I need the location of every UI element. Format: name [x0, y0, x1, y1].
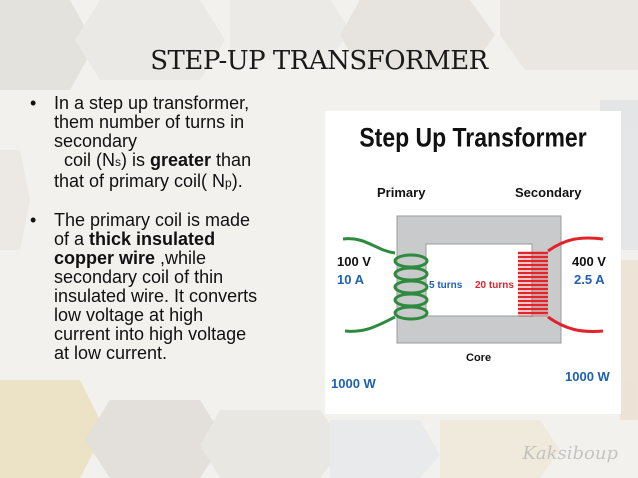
- bullet-1-line-4: coil (Ns) is greater than: [54, 151, 320, 172]
- bullet-1-line-2: them number of turns in: [54, 112, 245, 132]
- bullet-2-line-8: at low current.: [54, 343, 168, 363]
- watermark-logo: Kaksiboup: [522, 443, 618, 464]
- primary-current: 10 A: [337, 272, 365, 287]
- secondary-power: 1000 W: [565, 369, 611, 384]
- bold-text: copper wire: [54, 248, 156, 268]
- text-run: ,while: [155, 248, 207, 268]
- secondary-turns: 20 turns: [475, 280, 514, 291]
- bullet-2-line-4: secondary coil of thin: [54, 267, 224, 287]
- bold-text: greater: [150, 150, 212, 170]
- secondary-coil: [518, 236, 604, 333]
- text-run: than: [211, 150, 252, 170]
- text-run: coil (N: [64, 150, 116, 170]
- bullet-2: • The primary coil is made of a thick in…: [30, 211, 320, 363]
- bullet-1-line-3: secondary: [54, 131, 138, 151]
- subscript: p: [225, 176, 232, 190]
- bullet-dot: •: [30, 210, 37, 230]
- bullet-1-line-1: In a step up transformer,: [54, 93, 250, 113]
- secondary-label: Secondary: [515, 185, 582, 200]
- primary-coil: [342, 237, 429, 333]
- primary-power: 1000 W: [331, 376, 377, 391]
- bullet-2-line-3: copper wire ,while: [54, 249, 320, 268]
- primary-voltage: 100 V: [337, 254, 371, 269]
- diagram-title: Step Up Transformer: [359, 124, 587, 153]
- bold-text: thick insulated: [89, 229, 216, 249]
- bullet-2-line-1: The primary coil is made: [54, 210, 251, 230]
- primary-label: Primary: [377, 185, 426, 200]
- bullet-2-line-7: current into high voltage: [54, 324, 247, 344]
- bullet-dot: •: [30, 93, 37, 113]
- transformer-diagram: Step Up Transformer Primary Secondary Co…: [325, 111, 621, 414]
- transformer-diagram-svg: Step Up Transformer Primary Secondary Co…: [331, 124, 611, 391]
- bullet-2-line-6: low voltage at high: [54, 305, 204, 325]
- slide-title: STEP-UP TRANSFORMER: [150, 46, 488, 76]
- bullet-2-line-5: insulated wire. It converts: [54, 286, 258, 306]
- primary-turns: 5 turns: [429, 280, 463, 291]
- subscript: s: [115, 155, 122, 169]
- bullet-2-line-2: of a thick insulated: [54, 230, 320, 249]
- text-run: of a: [54, 229, 90, 249]
- text-run: ).: [231, 171, 243, 191]
- bullet-1-line-5: that of primary coil( Np).: [54, 172, 320, 193]
- bullet-1: • In a step up transformer, them number …: [30, 94, 320, 193]
- slide-body: • In a step up transformer, them number …: [30, 94, 320, 381]
- core-label: Core: [466, 352, 491, 364]
- secondary-voltage: 400 V: [572, 254, 606, 269]
- text-run: that of primary coil( N: [54, 171, 226, 191]
- text-run: ) is: [121, 150, 151, 170]
- transformer-core: [396, 215, 562, 344]
- secondary-current: 2.5 A: [574, 272, 605, 287]
